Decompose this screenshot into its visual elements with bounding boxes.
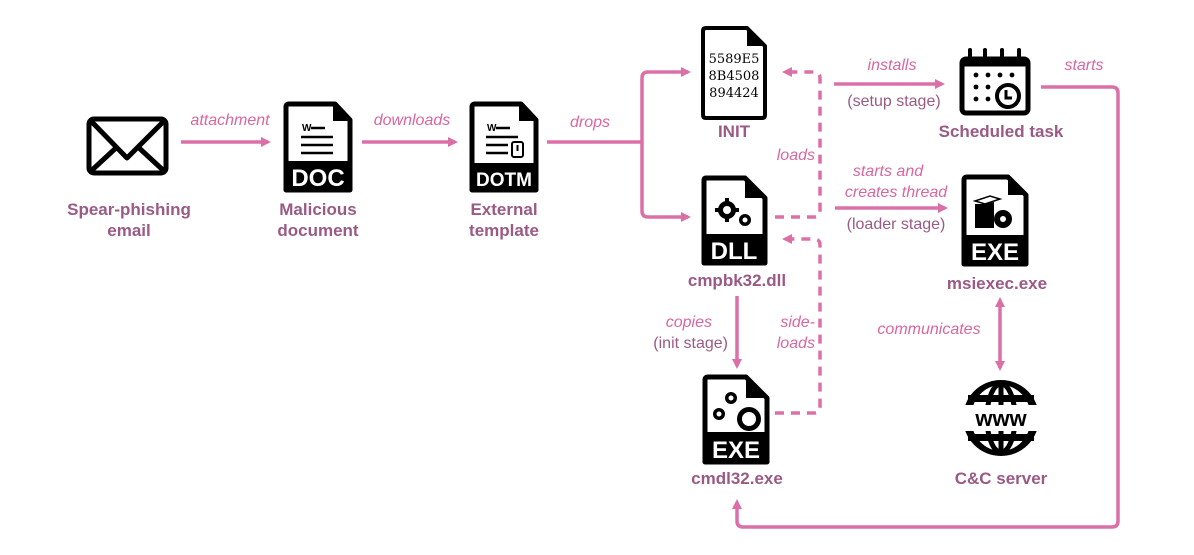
edge-starts: starts [732,57,1120,529]
node-label-init: INIT [718,122,751,141]
calendar-clock-icon [959,48,1031,116]
www-text: www [974,406,1027,431]
edge-label-attachment: attachment [190,112,270,129]
svg-text:W: W [487,123,497,134]
edge-label-installs: installs [868,57,917,74]
edge-label-communicates: communicates [877,321,980,338]
globe-www-icon: www [959,380,1043,456]
node-init: 5589E5 8B4508 894424 INIT [701,26,767,141]
gears-icon [713,392,761,431]
node-label-dll: cmpbk32.dll [688,271,786,290]
node-label-cmdl: cmdl32.exe [691,469,783,488]
arrow-loads [775,67,822,219]
node-cmdl: EXE cmdl32.exe [691,374,783,488]
hex-line-1: 5589E5 [709,52,760,67]
node-doc: W DOC Malicious document [277,101,359,240]
dll-badge: DLL [711,238,758,265]
arrow-sideloads [775,234,822,415]
arrow-starts [732,85,1120,529]
edge-attachment: attachment [181,112,271,147]
doc-badge: DOC [291,165,344,192]
dotm-badge: DOTM [476,170,532,191]
node-label-template-1: External [470,200,537,219]
edge-loads: loads [775,67,822,219]
edge-downloads: downloads [362,112,458,147]
node-template: W DOTM External template [469,101,539,240]
edge-label-starts-and: starts and [853,163,924,180]
node-label-msiexec: msiexec.exe [947,274,1047,293]
node-dll: DLL cmpbk32.dll [688,175,786,290]
edge-communicates: communicates [877,297,1005,371]
hex-line-3: 894424 [709,86,759,101]
node-msiexec: EXE msiexec.exe [947,174,1047,293]
cmdl-badge: EXE [712,437,760,464]
node-label-doc-1: Malicious [279,200,356,219]
hex-line-2: 8B4508 [709,69,760,84]
envelope-icon [86,116,169,176]
gears-icon [715,198,751,226]
node-email: Spear-phishing email [67,116,191,240]
node-task: Scheduled task [939,48,1064,141]
edge-starts-thread: starts and creates thread (loader stage) [835,163,948,233]
hex-file-icon: 5589E5 8B4508 894424 [701,26,767,120]
doc-file-icon: W DOC [283,101,353,193]
edge-installs: installs (setup stage) [834,57,945,110]
stage-label-setup: (setup stage) [847,93,940,110]
arrow-drops-init [640,67,691,142]
svg-text:W: W [302,123,312,134]
node-label-email-2: email [107,221,150,240]
edge-label-loads: loads [777,147,815,164]
exe-file-icon: EXE [702,374,770,465]
edge-label-drops: drops [570,114,610,131]
dll-file-icon: DLL [701,175,768,266]
stage-label-loader: (loader stage) [847,216,946,233]
node-label-doc-2: document [277,221,359,240]
node-label-task: Scheduled task [939,122,1064,141]
edge-label-downloads: downloads [374,112,451,129]
edge-label-sideloads-1: side- [780,314,815,331]
edge-label-copies: copies [666,314,712,331]
installer-exe-icon: EXE [961,174,1029,267]
edge-drops: drops [547,67,691,222]
msiexec-badge: EXE [971,239,1019,266]
stage-label-init: (init stage) [653,335,728,352]
arrow-drops-dll [640,142,691,222]
dotm-file-icon: W DOTM [469,101,539,193]
node-label-email-1: Spear-phishing [67,200,191,219]
node-label-template-2: template [469,221,539,240]
node-cnc: www C&C server [955,380,1048,488]
edge-label-sideloads-2: loads [777,335,815,352]
box-disc-icon [972,195,1012,228]
edge-label-creates-thread: creates thread [845,184,948,201]
edge-sideloads: side- loads [775,234,822,415]
edge-label-starts: starts [1064,57,1103,74]
edge-copies: copies (init stage) [653,296,742,369]
node-label-cnc: C&C server [955,469,1048,488]
